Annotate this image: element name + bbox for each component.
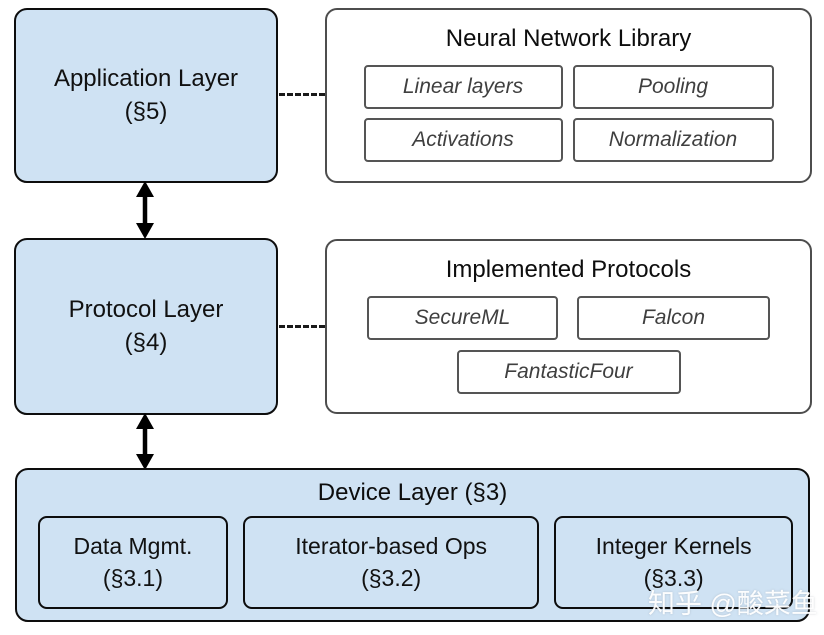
- protocol-item-falcon: Falcon: [577, 296, 770, 340]
- implemented-protocols-row-2: FantasticFour: [327, 350, 810, 394]
- device-item-data-mgmt-label: Data Mgmt. (§3.1): [74, 531, 193, 593]
- device-layer-items: Data Mgmt. (§3.1) Iterator-based Ops (§3…: [17, 516, 808, 609]
- device-item-integer-kernels-name: Integer Kernels: [595, 533, 752, 560]
- protocol-device-bidirectional-arrow-icon: [136, 413, 154, 470]
- application-layer-label: Application Layer (§5): [54, 63, 238, 128]
- device-layer-title: Device Layer (§3): [317, 479, 508, 506]
- neural-network-library-panel: Neural Network Library Linear layers Poo…: [325, 8, 812, 183]
- device-item-data-mgmt: Data Mgmt. (§3.1): [38, 516, 228, 609]
- protocol-layer-label: Protocol Layer (§4): [69, 294, 224, 359]
- protocol-layer-title: Protocol Layer: [68, 296, 224, 324]
- device-layer-box: Device Layer (§3) Data Mgmt. (§3.1) Iter…: [15, 468, 810, 622]
- protocol-layer-box: Protocol Layer (§4): [14, 238, 278, 415]
- nn-item-linear-layers: Linear layers: [363, 65, 563, 109]
- neural-network-library-items: Linear layers Pooling Activations Normal…: [327, 65, 810, 162]
- device-item-iterator-ops: Iterator-based Ops (§3.2): [242, 516, 540, 609]
- protocol-layer-section: (§4): [124, 328, 168, 356]
- device-item-integer-kernels: Integer Kernels (§3.3): [554, 516, 793, 609]
- device-item-integer-kernels-section: (§3.3): [643, 564, 704, 591]
- application-layer-box: Application Layer (§5): [14, 8, 278, 183]
- implemented-protocols-panel: Implemented Protocols SecureML Falcon Fa…: [325, 239, 812, 414]
- app-protocol-bidirectional-arrow-icon: [136, 181, 154, 239]
- device-item-iterator-ops-label: Iterator-based Ops (§3.2): [295, 531, 487, 593]
- application-layer-title: Application Layer: [53, 65, 239, 93]
- device-item-integer-kernels-label: Integer Kernels (§3.3): [596, 531, 752, 593]
- implemented-protocols-row-1: SecureML Falcon: [327, 296, 810, 340]
- device-item-data-mgmt-section: (§3.1): [102, 564, 164, 591]
- protocol-item-secureml: SecureML: [367, 296, 558, 340]
- protocol-item-fantasticfour: FantasticFour: [456, 350, 681, 394]
- device-item-iterator-ops-name: Iterator-based Ops: [295, 533, 488, 560]
- nn-item-activations: Activations: [363, 118, 563, 162]
- application-layer-section: (§5): [124, 97, 168, 125]
- nn-item-pooling: Pooling: [572, 65, 774, 109]
- neural-network-library-title: Neural Network Library: [445, 25, 692, 52]
- device-item-data-mgmt-name: Data Mgmt.: [73, 533, 193, 560]
- device-item-iterator-ops-section: (§3.2): [361, 564, 422, 591]
- app-nnl-dashed-connector: [279, 93, 325, 96]
- nn-item-normalization: Normalization: [572, 118, 774, 162]
- implemented-protocols-title: Implemented Protocols: [445, 256, 692, 283]
- watermark: 知乎 @酸菜鱼: [648, 589, 818, 619]
- protocol-ip-dashed-connector: [279, 325, 325, 328]
